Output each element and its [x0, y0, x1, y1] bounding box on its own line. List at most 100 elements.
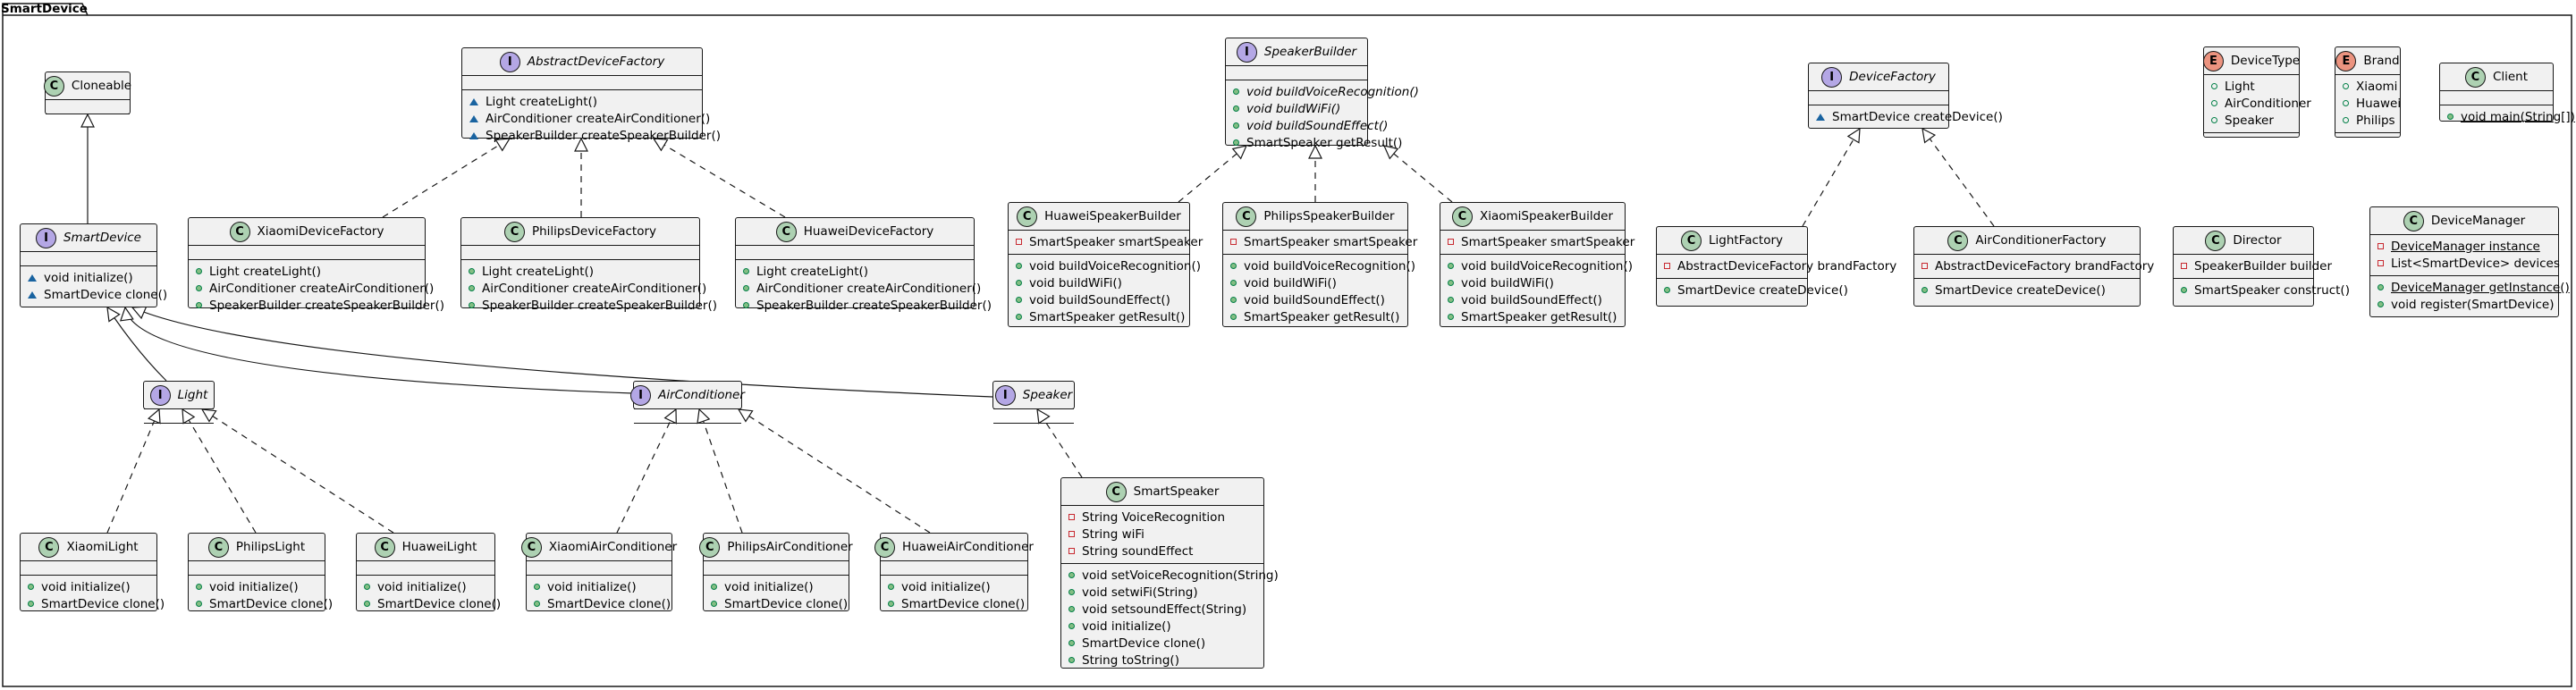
class-badge-icon: C — [1451, 206, 1473, 227]
inheritance-arrowhead-icon — [494, 138, 511, 152]
fields-section — [21, 251, 156, 265]
field-row: List<SmartDevice> devices — [2370, 255, 2560, 272]
public-visibility-icon — [28, 584, 34, 590]
member-text: SmartDevice createDevice() — [1677, 282, 1848, 298]
inheritance-arrowhead-icon — [1846, 127, 1861, 144]
fields-section: AbstractDeviceFactory brandFactory — [1914, 254, 2154, 278]
member-text: void setVoiceRecognition(String) — [1082, 568, 1279, 583]
relation-implements-line — [1921, 128, 1995, 227]
methods-section: SmartDevice createDevice() — [1914, 278, 2140, 302]
relation-implements-line — [182, 408, 257, 534]
class-badge-icon: C — [775, 221, 797, 242]
public-visibility-icon — [743, 285, 749, 291]
inheritance-arrowhead-icon — [1308, 144, 1322, 159]
package-visibility-icon — [1816, 113, 1825, 121]
field-row: SmartSpeaker smartSpeaker — [1440, 233, 1634, 250]
method-row: SmartDevice createDevice() — [1809, 108, 2003, 125]
member-text: void register(SmartDevice) — [2391, 297, 2555, 312]
methods-section: void main(String[]) — [2440, 105, 2575, 129]
method-row: void initialize() — [704, 578, 849, 595]
public-visibility-icon — [1448, 297, 1454, 303]
enum-value-row: Light — [2204, 78, 2299, 95]
class-name: Client — [2492, 70, 2529, 84]
method-row: AirConditioner createAirConditioner() — [461, 280, 706, 297]
relation-implements-line — [1383, 145, 1453, 203]
fields-section — [357, 560, 494, 575]
member-text: void buildVoiceRecognition() — [1246, 84, 1419, 99]
fields-section — [704, 560, 849, 575]
package-visibility-icon — [469, 114, 478, 122]
fields-section — [189, 560, 325, 575]
methods-section: SmartDevice createDevice() — [1657, 278, 1848, 302]
relation-implements-line — [738, 408, 931, 534]
field-row: String soundEffect — [1061, 543, 1263, 560]
member-text: SmartDevice clone() — [44, 287, 168, 302]
method-row: void buildSoundEffect() — [1226, 117, 1388, 134]
fields-section — [1809, 90, 1948, 105]
member-text: Light createLight() — [486, 94, 598, 109]
private-visibility-icon — [1068, 514, 1075, 520]
member-text: SmartDevice clone() — [1082, 635, 1206, 651]
methods-section: void setVoiceRecognition(String)void set… — [1061, 563, 1279, 672]
fields-section — [144, 408, 214, 423]
class-badge-icon: C — [2403, 210, 2424, 231]
method-row: SmartDevice clone() — [21, 286, 167, 303]
public-visibility-icon — [1664, 287, 1670, 293]
public-visibility-icon — [364, 601, 370, 607]
member-text: SmartDevice clone() — [209, 596, 334, 611]
fields-section — [189, 245, 425, 259]
class-name: Cloneable — [71, 79, 132, 93]
enum-value-row: Huawei — [2335, 95, 2401, 112]
public-visibility-icon — [1448, 280, 1454, 286]
member-text: Light createLight() — [209, 264, 322, 279]
field-row: String VoiceRecognition — [1061, 509, 1263, 526]
class-box-airconditioner: I AirConditioner — [630, 381, 745, 424]
method-row: void setVoiceRecognition(String) — [1061, 567, 1279, 584]
package-visibility-icon — [28, 273, 37, 282]
public-visibility-icon — [196, 285, 202, 291]
method-row: void register(SmartDevice) — [2370, 296, 2558, 313]
private-visibility-icon — [1921, 263, 1928, 269]
inheritance-arrowhead-icon — [182, 408, 196, 425]
public-visibility-icon — [888, 584, 894, 590]
relation-implements-line — [1036, 408, 1083, 478]
public-visibility-icon — [743, 268, 749, 274]
member-text: void initialize() — [724, 579, 814, 594]
methods-section: void buildVoiceRecognition()void buildWi… — [1009, 254, 1201, 329]
member-text: SmartSpeaker smartSpeaker — [1461, 234, 1635, 249]
inheritance-arrowhead-icon — [652, 138, 669, 152]
member-text: void buildWiFi() — [1029, 275, 1122, 290]
private-visibility-icon — [1016, 239, 1022, 245]
class-name: HuaweiSpeakerBuilder — [1044, 209, 1181, 223]
public-visibility-icon — [2181, 287, 2187, 293]
member-text: void initialize() — [44, 270, 133, 285]
method-row: void buildSoundEffect() — [1440, 291, 1625, 308]
public-visibility-icon — [196, 268, 202, 274]
class-name: Director — [2233, 233, 2282, 248]
fields-section — [881, 560, 1027, 575]
class-name: AirConditioner — [658, 388, 745, 402]
relation-extends-line — [106, 307, 167, 382]
public-visibility-icon — [1230, 314, 1237, 320]
method-row: Light createLight() — [736, 263, 974, 280]
member-text: void buildVoiceRecognition() — [1461, 258, 1634, 273]
package-title: SmartDevice — [1, 2, 88, 16]
interface-badge-icon: I — [630, 384, 652, 406]
private-visibility-icon — [1068, 531, 1075, 537]
interface-badge-icon: I — [1236, 41, 1257, 63]
member-text: AbstractDeviceFactory brandFactory — [1935, 258, 2155, 273]
enum-value-row: Xiaomi — [2335, 78, 2400, 95]
member-text: AirConditioner createAirConditioner() — [482, 281, 707, 296]
